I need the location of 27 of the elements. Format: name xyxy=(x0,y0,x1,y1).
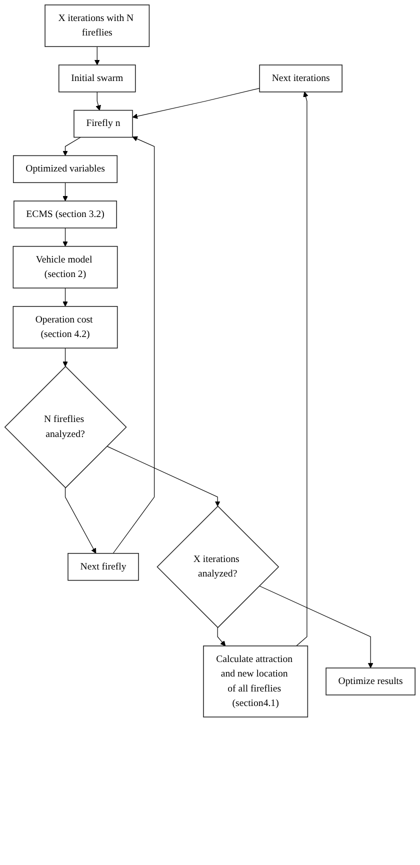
arrow xyxy=(62,288,68,307)
arrow xyxy=(96,92,101,111)
arrow xyxy=(62,348,68,367)
node-box: Calculate attraction and new location of all fireflies (section4.1) xyxy=(203,646,308,718)
node-box: Optimize results xyxy=(326,668,416,696)
arrow xyxy=(258,586,374,668)
arrow xyxy=(132,88,260,119)
arrow xyxy=(62,136,81,156)
arrow xyxy=(296,92,308,646)
arrow xyxy=(62,182,68,202)
arrow xyxy=(64,488,96,554)
node-diamond: N fireflies analyzed? xyxy=(4,366,127,488)
node-box: Firefly n xyxy=(74,110,133,138)
node-box: X iterations with N fireflies xyxy=(44,4,150,47)
node-box: Optimized variables xyxy=(13,155,118,184)
node-box: Vehicle model (section 2) xyxy=(12,246,118,288)
node-box: ECMS (section 3.2) xyxy=(14,200,117,228)
arrow xyxy=(106,446,220,506)
node-diamond: X iterations analyzed? xyxy=(156,506,280,628)
node-box: Operation cost (section 4.2) xyxy=(12,306,118,348)
arrow xyxy=(62,228,68,247)
node-box: Next iterations xyxy=(259,64,342,92)
arrow xyxy=(94,46,100,66)
node-box: Initial swarm xyxy=(58,64,136,92)
node-box: Next firefly xyxy=(68,552,139,581)
arrow xyxy=(217,627,226,646)
arrow xyxy=(112,136,155,554)
